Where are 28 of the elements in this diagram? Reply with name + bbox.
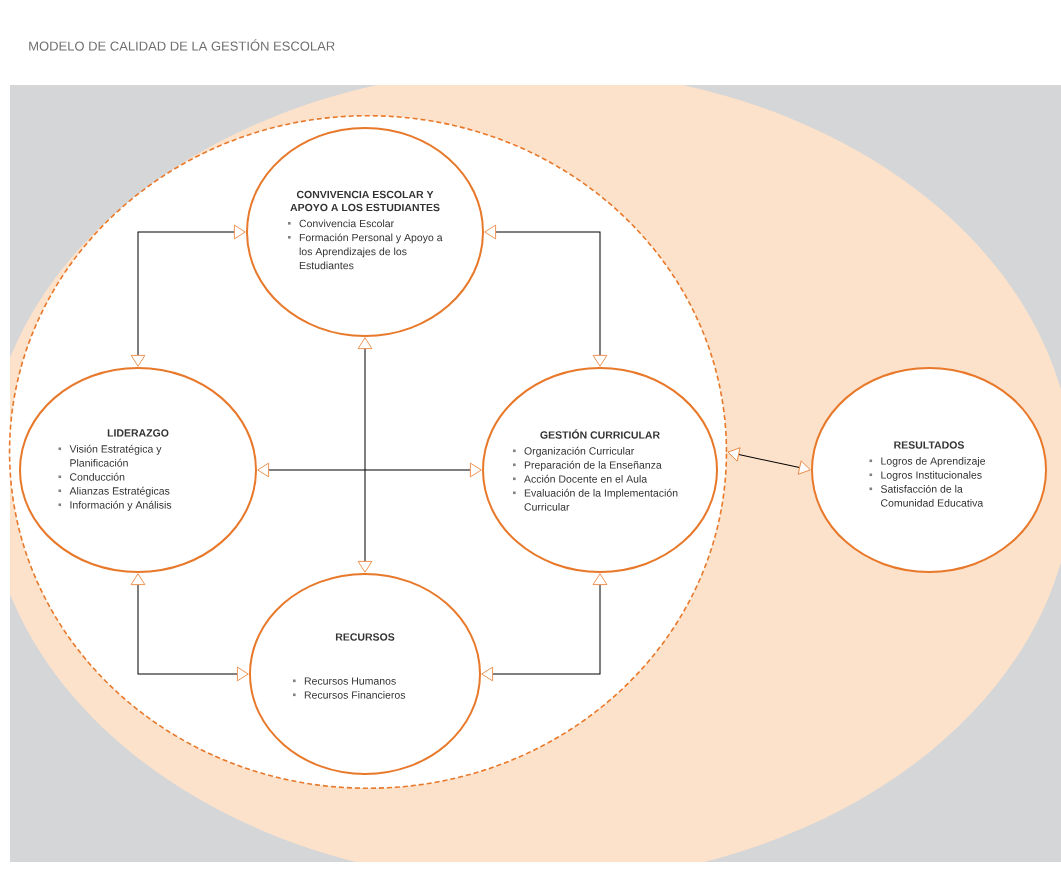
bullet-item: Preparación de la Enseñanza bbox=[513, 460, 662, 471]
bullet-item: Información y Análisis bbox=[58, 500, 172, 511]
bullet-item: Conducción bbox=[58, 472, 125, 481]
arrow bbox=[357, 337, 373, 573]
arrow bbox=[257, 462, 482, 478]
bullet-item: Satisfacción de la Comunidad Educativa bbox=[869, 484, 984, 507]
arrow bbox=[130, 224, 246, 367]
arrow bbox=[130, 573, 249, 682]
bullet-item: Recursos Financieros bbox=[293, 691, 406, 699]
arrow bbox=[727, 447, 811, 475]
bullet-item: Logros de Aprendizaje bbox=[869, 457, 986, 467]
heading: CONVIVENCIA ESCOLAR Y APOYO A LOS ESTUDIANTES bbox=[290, 190, 440, 212]
heading: RESULTADOS bbox=[894, 441, 964, 449]
arrow bbox=[481, 573, 608, 682]
bullet-item: Visión Estratégica y Planificación bbox=[58, 444, 162, 467]
bullet-item: Logros Institucionales bbox=[869, 471, 982, 481]
heading: RECURSOS bbox=[335, 633, 395, 641]
bullet-item: Acción Docente en el Aula bbox=[513, 474, 648, 483]
heading: GESTIÓN CURRICULAR bbox=[540, 429, 660, 439]
bullet-item: Convivencia Escolar bbox=[288, 219, 394, 228]
bullet-item: Recursos Humanos bbox=[293, 677, 396, 685]
bullet-item: Formación Personal y Apoyo a los Aprendizajes de los Estudiantes bbox=[288, 233, 443, 270]
bullet-item: Alianzas Estratégicas bbox=[58, 486, 170, 497]
arrow bbox=[484, 224, 608, 367]
bullet-item: Evaluación de la Implementación Curricular bbox=[513, 488, 678, 511]
heading: LIDERAZGO bbox=[107, 429, 169, 437]
title: MODELO DE CALIDAD DE LA GESTIÓN ESCOLAR bbox=[29, 39, 335, 51]
bullet-item: Organización Curricular bbox=[513, 446, 635, 457]
